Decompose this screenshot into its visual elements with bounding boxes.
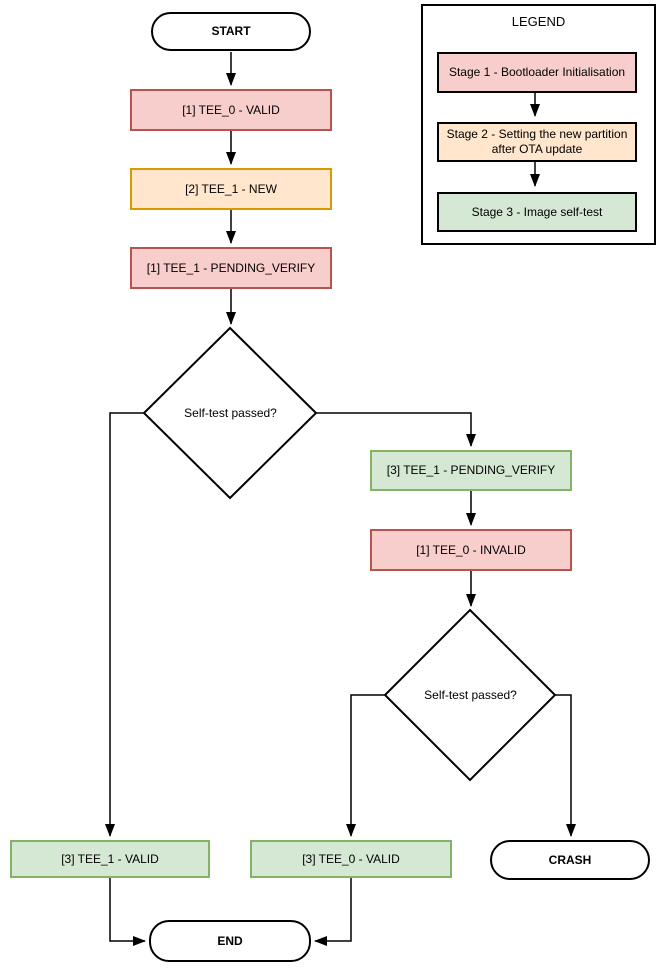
decision-self-test-1-label: Self-test passed? — [184, 406, 277, 420]
process-tee0-valid-stage3: [3] TEE_0 - VALID — [250, 840, 452, 878]
decision-diamond-1 — [142, 326, 318, 500]
connector-tee0valid3-to-end — [314, 878, 352, 946]
legend-item-stage2: Stage 2 - Setting the new partition afte… — [437, 122, 637, 162]
start-node: START — [151, 12, 311, 51]
process-tee1-valid-stage3: [3] TEE_1 - VALID — [10, 840, 210, 878]
legend-title: LEGEND — [511, 14, 566, 29]
process-tee0-valid: [1] TEE_0 - VALID — [130, 89, 332, 131]
legend-item-stage1: Stage 1 - Bootloader Initialisation — [437, 52, 637, 93]
end-node: END — [149, 920, 311, 962]
decision-diamond-2 — [383, 608, 557, 782]
connector-decision2-right-to-crash — [555, 694, 576, 837]
process-tee0-invalid: [1] TEE_0 - INVALID — [370, 529, 572, 571]
connector-decision1-left-to-tee1valid — [105, 412, 145, 837]
crash-node: CRASH — [490, 840, 650, 880]
process-tee1-pending-verify-stage3: [3] TEE_1 - PENDING_VERIFY — [370, 450, 572, 491]
process-tee1-pending-verify: [1] TEE_1 - PENDING_VERIFY — [130, 247, 332, 289]
process-tee1-new: [2] TEE_1 - NEW — [130, 168, 332, 210]
legend-box: LEGEND Stage 1 - Bootloader Initialisati… — [421, 4, 656, 245]
decision-self-test-2-label: Self-test passed? — [424, 688, 517, 702]
connector-tee1valid3-to-end — [109, 878, 146, 946]
connector-decision2-left-to-tee0valid3 — [346, 694, 385, 837]
legend-item-stage3: Stage 3 - Image self-test — [437, 192, 637, 232]
connector-decision1-right-to-pendingverify3 — [316, 412, 476, 447]
